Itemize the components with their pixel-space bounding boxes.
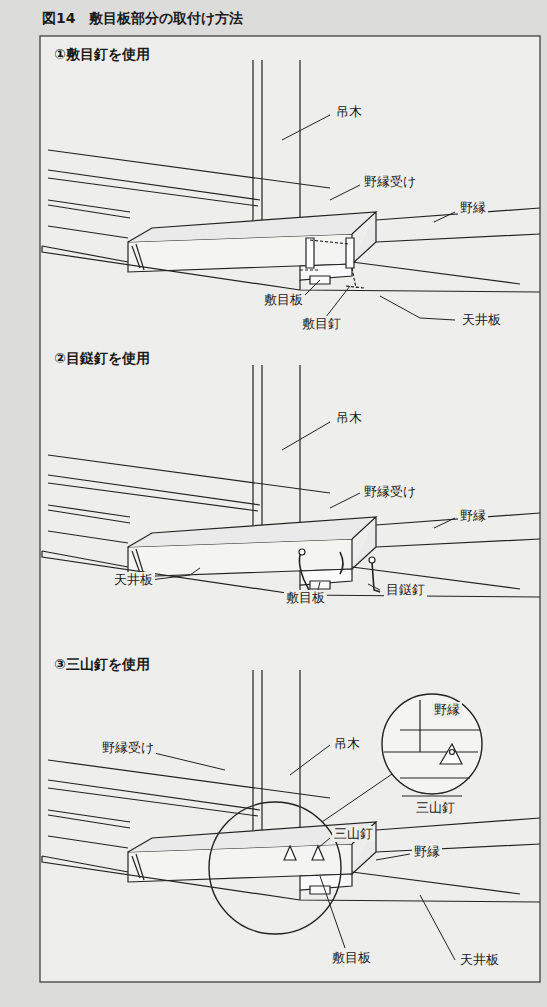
sikime-nail xyxy=(300,238,364,288)
part-label: 吊木 xyxy=(334,104,364,120)
part-label: 敷目板 xyxy=(330,950,373,966)
part-label: 吊木 xyxy=(332,736,362,752)
part-label: 野縁 xyxy=(458,200,488,216)
part-label: 野縁受け xyxy=(362,484,418,500)
panel-heading: ③三山釘を使用 xyxy=(52,656,152,673)
part-label: 野縁 xyxy=(412,844,442,860)
mekasugai-nail xyxy=(299,549,380,592)
part-label: 野縁受け xyxy=(100,740,156,756)
part-label: 野縁受け xyxy=(362,174,418,190)
panel-heading: ①敷目釘を使用 xyxy=(52,46,152,63)
figure-title: 図14 敷目板部分の取付け方法 xyxy=(42,10,243,28)
part-label: 目鎹釘 xyxy=(384,582,427,598)
sanzan-nail xyxy=(284,846,324,860)
part-label: 敷目板 xyxy=(262,292,305,308)
part-label: 野縁 xyxy=(432,702,462,718)
detail-inset xyxy=(382,694,482,796)
part-label: 三山釘 xyxy=(414,800,457,816)
part-label: 敷目釘 xyxy=(300,316,343,332)
part-label: 敷目板 xyxy=(284,590,327,606)
part-label: 吊木 xyxy=(334,410,364,426)
part-label: 天井板 xyxy=(460,312,503,328)
part-label: 野縁 xyxy=(458,508,488,524)
part-label: 天井板 xyxy=(458,952,501,968)
part-label: 天井板 xyxy=(112,572,155,588)
panel-heading: ②目鎹釘を使用 xyxy=(52,350,152,367)
part-label: 三山釘 xyxy=(332,826,375,842)
